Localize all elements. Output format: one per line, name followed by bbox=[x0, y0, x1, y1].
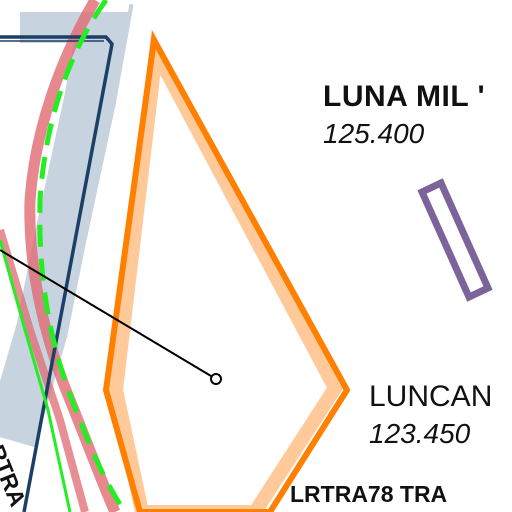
corridor-band-diagonal bbox=[0, 0, 134, 448]
corridor-fill-gap bbox=[0, 0, 20, 44]
red-boundary-inner bbox=[0, 228, 89, 512]
green-solid-boundary bbox=[0, 239, 72, 512]
lrtra78-tra-label: LRTRA78 TRA bbox=[290, 481, 448, 507]
luncan-frequency: 123.450 bbox=[369, 418, 471, 449]
red-boundary-outer bbox=[24, 0, 121, 512]
luna-mil-label: LUNA MIL ' bbox=[323, 80, 486, 113]
tra-area-boundary bbox=[102, 30, 351, 512]
tra-area-halo bbox=[108, 28, 344, 512]
luna-mil-frequency: 125.400 bbox=[323, 118, 425, 149]
green-dashed-boundary bbox=[37, 0, 128, 512]
danger-area-rectangle bbox=[417, 178, 493, 302]
label-leader-line bbox=[0, 249, 212, 377]
airway-outline bbox=[0, 35, 114, 512]
reference-point-icon[interactable] bbox=[210, 373, 222, 385]
luncan-label: LUNCAN bbox=[369, 380, 493, 413]
